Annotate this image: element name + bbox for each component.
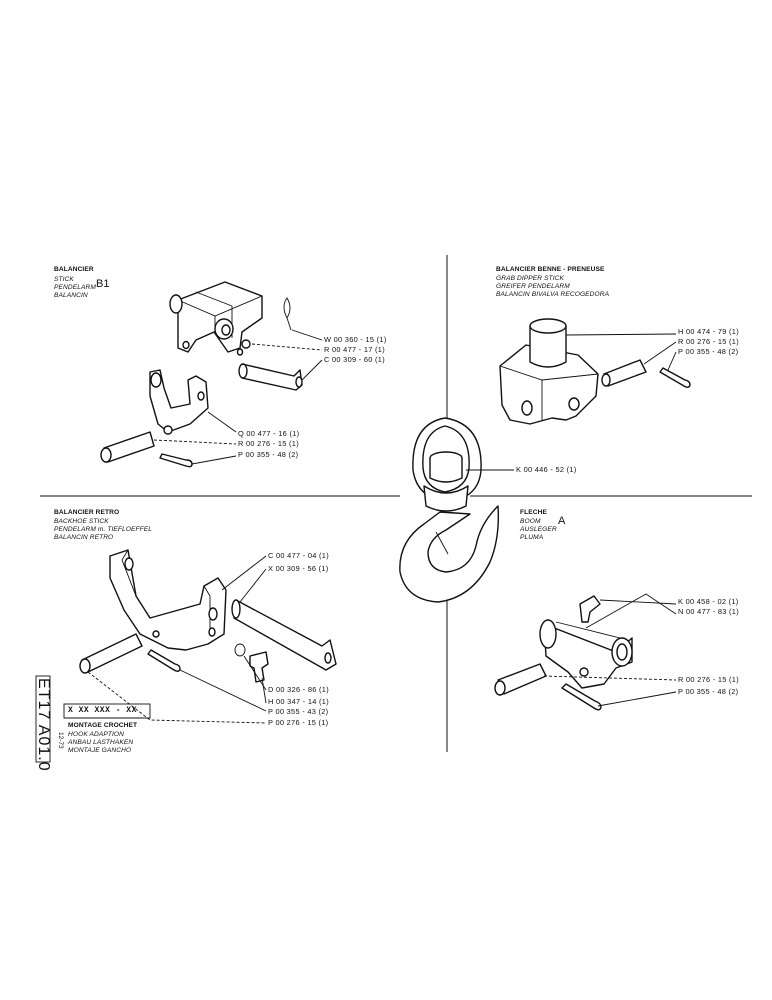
boom-ref-1: K 00 458 - 02 (1) xyxy=(678,597,739,606)
stick-ref-5: R 00 276 - 15 (1) xyxy=(238,439,299,448)
backhoe-ref-3: D 00 326 - 86 (1) xyxy=(268,685,329,694)
title-block-line-es: MONTAJE GANCHO xyxy=(68,747,132,754)
backhoe-stick-drawing xyxy=(79,549,337,724)
title-block-code: X XX XXX - XX xyxy=(68,706,137,715)
backhoe-line-en: BACKHOE STICK xyxy=(54,518,109,525)
sheet-code: ET17 A01.0 xyxy=(35,678,52,772)
backhoe-ref-5: P 00 355 - 43 (2) xyxy=(268,707,329,716)
boom-line-en: BOOM xyxy=(520,518,541,525)
stick-line-es: BALANCIN xyxy=(54,292,88,299)
grab-line-de: GREIFER PENDELARM xyxy=(496,283,570,290)
backhoe-ref-1: C 00 477 - 04 (1) xyxy=(268,551,329,560)
backhoe-line-de: PENDELARM m. TIEFLOEFFEL xyxy=(54,526,153,533)
grab-line-es: BALANCIN BIVALVA RECOGEDORA xyxy=(496,291,610,298)
stick-letter: B1 xyxy=(96,278,110,290)
stick-line-de: PENDELARM xyxy=(54,284,96,291)
stick-line-en: STICK xyxy=(54,276,74,283)
boom-line-de: AUSLEGER xyxy=(520,526,557,533)
grab-ref-2: R 00 276 - 15 (1) xyxy=(678,337,739,346)
title-block-line-de: ANBAU LASTHAKEN xyxy=(68,739,134,746)
stick-assembly-drawing xyxy=(100,281,323,468)
boom-ref-2: N 00 477 - 83 (1) xyxy=(678,607,739,616)
boom-line-es: PLUMA xyxy=(520,534,544,541)
backhoe-ref-2: X 00 309 - 56 (1) xyxy=(268,564,329,573)
stick-ref-6: P 00 355 - 48 (2) xyxy=(238,450,299,459)
boom-ref-3: R 00 276 - 15 (1) xyxy=(678,675,739,684)
title-block-title: MONTAGE CROCHET xyxy=(68,722,138,729)
grab-stick-drawing xyxy=(499,318,691,425)
sheet-date: 12-73 xyxy=(57,732,64,749)
grab-ref-3: P 00 355 - 48 (2) xyxy=(678,347,739,356)
grab-title: BALANCIER BENNE - PRENEUSE xyxy=(496,266,605,273)
hook-drawing xyxy=(399,417,514,603)
boom-letter: A xyxy=(558,515,566,527)
stick-ref-3: C 00 309 - 60 (1) xyxy=(324,355,385,364)
boom-title: FLECHE xyxy=(520,509,547,516)
title-block-frame xyxy=(35,675,151,763)
title-block-line-en: HOOK ADAPTION xyxy=(68,731,125,738)
stick-ref-2: R 00 477 - 17 (1) xyxy=(324,345,385,354)
backhoe-line-es: BALANCIN RETRO xyxy=(54,534,114,541)
boom-drawing xyxy=(494,593,677,711)
stick-ref-1: W 00 360 - 15 (1) xyxy=(324,335,387,344)
backhoe-ref-6: P 00 276 - 15 (1) xyxy=(268,718,329,727)
backhoe-title: BALANCIER RETRO xyxy=(54,509,120,516)
grab-line-en: GRAB DIPPER STICK xyxy=(496,275,565,282)
stick-ref-4: Q 00 477 - 16 (1) xyxy=(238,429,300,438)
hook-ref-1: K 00 446 - 52 (1) xyxy=(516,465,577,474)
grab-ref-1: H 00 474 - 79 (1) xyxy=(678,327,739,336)
backhoe-ref-4: H 00 347 - 14 (1) xyxy=(268,697,329,706)
stick-title: BALANCIER xyxy=(54,266,94,273)
boom-ref-4: P 00 355 - 48 (2) xyxy=(678,687,739,696)
